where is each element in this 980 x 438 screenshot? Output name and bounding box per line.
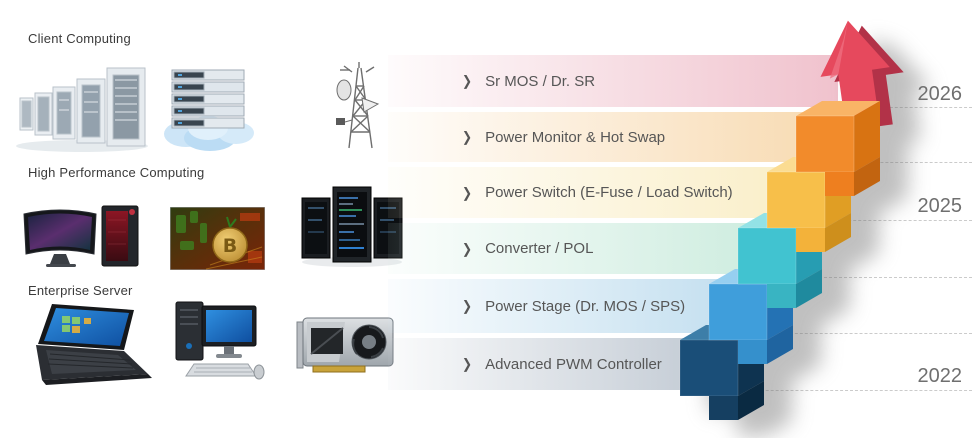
- laptop-image: [36, 304, 152, 385]
- section-label-high-performance-computing: High Performance Computing: [28, 165, 205, 180]
- gpu-card-image: [296, 317, 394, 373]
- telecom-tower-image: [336, 62, 380, 149]
- gaming-pc-image: [23, 205, 139, 267]
- cloud-shape: [164, 116, 254, 151]
- chevron-icon: ❯: [462, 297, 473, 315]
- year-gridline: [789, 277, 972, 278]
- server-farm-image: [16, 67, 148, 152]
- roadmap-band-label: Converter / POL: [485, 240, 594, 257]
- roadmap-band-power-switch: ❯ Power Switch (E-Fuse / Load Switch): [388, 167, 780, 218]
- roadmap-band-label: Advanced PWM Controller: [485, 355, 662, 373]
- roadmap-band-label: Power Stage (Dr. MOS / SPS): [485, 297, 686, 315]
- crypto-mining-image: B: [170, 207, 265, 270]
- chevron-icon: ❯: [462, 355, 473, 373]
- roadmap-band-power-monitor: ❯ Power Monitor & Hot Swap: [388, 112, 808, 162]
- roadmap-band-power-stage: ❯ Power Stage (Dr. MOS / SPS): [388, 279, 722, 333]
- roadmap-band-label: Sr MOS / Dr. SR: [485, 72, 596, 90]
- chevron-icon: ❯: [462, 240, 473, 257]
- step-power-monitor: [795, 101, 880, 196]
- roadmap-band-label: Power Switch (E-Fuse / Load Switch): [485, 184, 733, 201]
- cloud-servers-image: [164, 69, 254, 151]
- roadmap-band-converter: ❯ Converter / POL: [388, 223, 752, 274]
- section-label-client-computing: Client Computing: [28, 31, 131, 46]
- year-gridline-2022: [731, 390, 972, 391]
- year-label-2025: 2025: [917, 195, 963, 217]
- year-gridline: [760, 333, 972, 334]
- year-label-2026: 2026: [917, 83, 963, 105]
- roadmap-band-pwm-controller: ❯ Advanced PWM Controller: [388, 338, 694, 390]
- desktop-pc-image: [175, 301, 265, 380]
- section-label-enterprise-server: Enterprise Server: [28, 283, 133, 298]
- svg-text:B: B: [223, 235, 237, 257]
- year-gridline-2025: [818, 220, 972, 221]
- year-gridline-2026: [875, 107, 972, 108]
- chevron-icon: ❯: [462, 72, 473, 90]
- chevron-icon: ❯: [462, 128, 473, 146]
- roadmap-band-sr-mos: ❯ Sr MOS / Dr. SR: [388, 55, 838, 107]
- year-gridline: [846, 162, 972, 163]
- year-label-2022: 2022: [917, 365, 963, 387]
- chevron-icon: ❯: [462, 184, 473, 201]
- roadmap-band-label: Power Monitor & Hot Swap: [485, 128, 666, 146]
